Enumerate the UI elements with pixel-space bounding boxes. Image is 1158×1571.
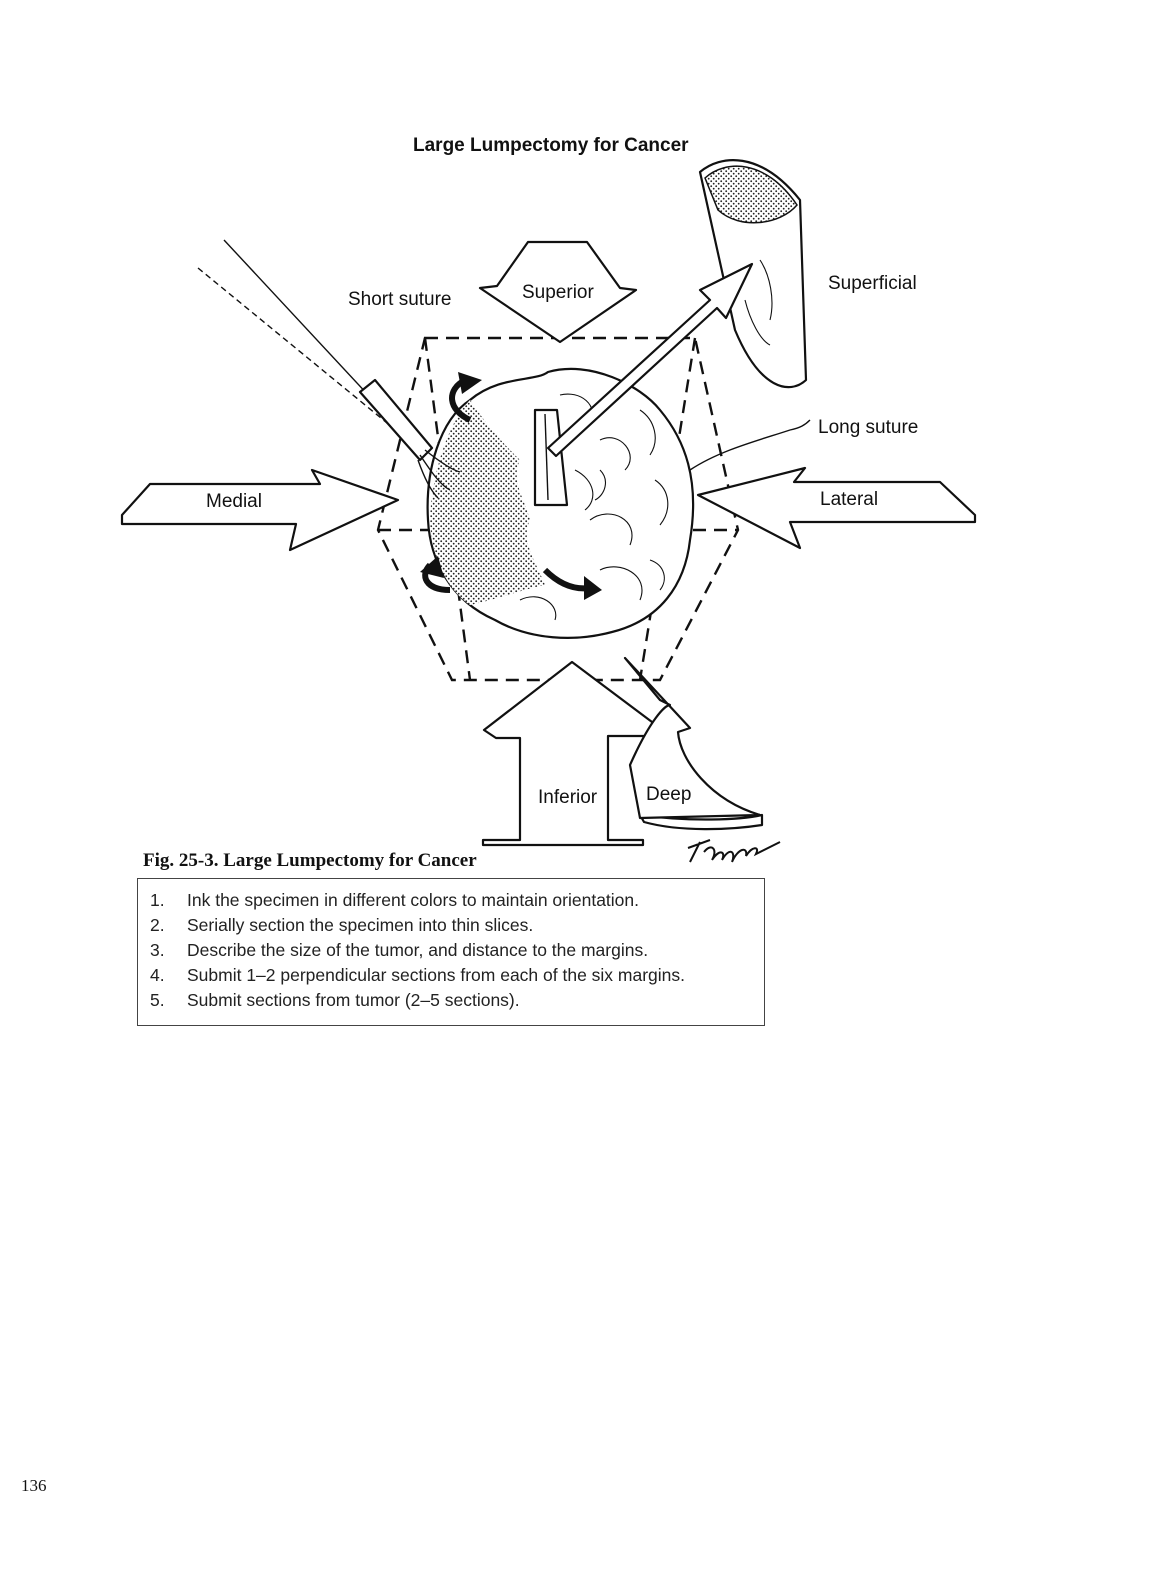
inferior-label: Inferior xyxy=(538,787,598,808)
step-number: 4. xyxy=(150,965,165,985)
long-suture xyxy=(689,419,811,471)
list-item: 5. Submit sections from tumor (2–5 sectio… xyxy=(150,988,764,1013)
artist-signature xyxy=(687,839,781,863)
step-number: 5. xyxy=(150,990,165,1010)
medial-arrow: Medial xyxy=(120,468,400,552)
superficial-label: Superficial xyxy=(828,273,917,294)
superficial-slice xyxy=(698,159,808,389)
medial-label: Medial xyxy=(206,491,262,512)
long-suture-label: Long suture xyxy=(818,417,918,438)
list-item: 4. Submit 1–2 perpendicular sections from… xyxy=(150,963,764,988)
deep-label: Deep xyxy=(646,784,691,805)
superficial-arrow xyxy=(546,262,754,458)
list-item: 2. Serially section the specimen into thi… xyxy=(150,913,764,938)
step-number: 1. xyxy=(150,890,165,910)
instruction-list: 1. Ink the specimen in different colors t… xyxy=(150,888,764,1013)
short-suture-label: Short suture xyxy=(348,289,452,310)
step-number: 3. xyxy=(150,940,165,960)
list-item: 3. Describe the size of the tumor, and di… xyxy=(150,938,764,963)
figure-title: Large Lumpectomy for Cancer xyxy=(413,135,689,156)
superior-label: Superior xyxy=(522,282,594,303)
lateral-label: Lateral xyxy=(820,489,878,510)
deep-arrow: Deep xyxy=(623,656,764,831)
rotation-arrows xyxy=(420,372,602,600)
ink-brush-icon xyxy=(197,239,461,499)
list-item: 1. Ink the specimen in different colors t… xyxy=(150,888,764,913)
specimen-lump xyxy=(426,367,695,639)
step-text: Submit sections from tumor (2–5 sections… xyxy=(187,990,520,1010)
lumpectomy-illustration: Large Lumpectomy for Cancer Superior Sho… xyxy=(120,135,977,863)
instructions-box: 1. Ink the specimen in different colors t… xyxy=(137,878,765,1026)
superior-arrow: Superior xyxy=(478,240,638,344)
figure-caption: Fig. 25-3. Large Lumpectomy for Cancer xyxy=(143,850,477,871)
inferior-arrow: Inferior xyxy=(481,660,662,847)
page-number: 136 xyxy=(21,1476,47,1495)
step-text: Describe the size of the tumor, and dist… xyxy=(187,940,649,960)
step-number: 2. xyxy=(150,915,165,935)
lateral-arrow: Lateral xyxy=(696,466,977,550)
step-text: Submit 1–2 perpendicular sections from e… xyxy=(187,965,686,985)
step-text: Serially section the specimen into thin … xyxy=(187,915,534,935)
step-text: Ink the specimen in different colors to … xyxy=(187,890,640,910)
